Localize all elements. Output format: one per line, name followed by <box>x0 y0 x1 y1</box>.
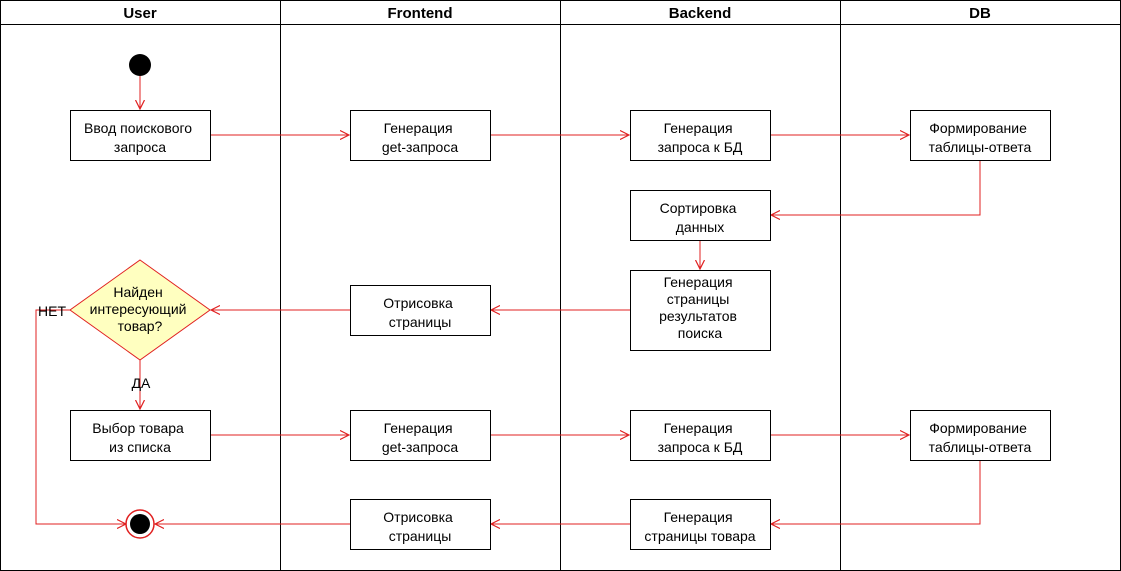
node-render-page-2-label: Отрисовка страницы <box>383 509 456 544</box>
node-gen-db-query-1-box <box>630 110 771 161</box>
node-decision-found-line-2: интересующий <box>90 301 187 317</box>
node-input-query-line-1: Ввод поискового <box>84 120 192 136</box>
node-input-query-box <box>70 110 211 161</box>
node-gen-db-query-2-line-1: Генерация <box>664 420 733 436</box>
node-decision-found-label: Найден интересующий товар? <box>90 284 191 334</box>
node-form-table-2-label: Формирование таблицы-ответа <box>929 420 1032 455</box>
node-gen-product-page-line-1: Генерация <box>664 509 733 525</box>
node-gen-results-page-box <box>630 270 771 351</box>
edges <box>35 76 981 524</box>
node-gen-results-page-label: Генерация страницы результатов поиска <box>659 274 741 341</box>
node-gen-get-2-label: Генерация get-запроса <box>382 420 458 455</box>
node-gen-product-page-box <box>630 499 771 550</box>
node-render-page-1-box <box>350 285 491 336</box>
node-gen-get-2-box <box>350 410 491 461</box>
node-select-item-line-2: из списка <box>109 439 171 455</box>
node-gen-get-1-line-1: Генерация <box>384 120 453 136</box>
node-gen-results-page-line-4: поиска <box>678 325 723 341</box>
node-select-item-label: Выбор товара из списка <box>92 420 187 455</box>
node-gen-db-query-2-box <box>630 410 771 461</box>
node-gen-product-page-label: Генерация страницы товара <box>644 509 755 544</box>
edge-label-yes: ДА <box>132 375 151 391</box>
edge-table2-to-productpage <box>771 460 981 524</box>
lane-title-db: DB <box>969 5 991 22</box>
node-gen-db-query-1-label: Генерация запроса к БД <box>658 120 743 155</box>
node-select-item-line-1: Выбор товара <box>92 420 184 436</box>
node-input-query-label: Ввод поискового запроса <box>84 120 196 155</box>
node-render-page-1-line-1: Отрисовка <box>383 295 453 311</box>
edge-table1-to-sort <box>771 160 981 215</box>
node-boxes <box>70 110 1051 550</box>
node-sort-data-line-1: Сортировка <box>660 200 737 216</box>
node-gen-db-query-2-label: Генерация запроса к БД <box>658 420 743 455</box>
node-decision-found-line-1: Найден <box>113 284 162 300</box>
node-render-page-2-line-2: страницы <box>389 528 452 544</box>
lane-title-backend: Backend <box>669 5 732 22</box>
node-gen-get-1-label: Генерация get-запроса <box>382 120 458 155</box>
edge-label-no: НЕТ <box>38 303 66 319</box>
node-gen-get-2-line-1: Генерация <box>384 420 453 436</box>
node-render-page-1-line-2: страницы <box>389 314 452 330</box>
node-gen-db-query-1-line-2: запроса к БД <box>658 139 743 155</box>
node-sort-data-line-2: данных <box>676 219 724 235</box>
end-node <box>125 509 155 539</box>
decision-found-shape <box>69 259 211 361</box>
node-select-item-box <box>70 410 211 461</box>
lane-title-user: User <box>123 5 157 22</box>
node-gen-results-page-line-3: результатов <box>659 308 737 324</box>
node-labels: Ввод поискового запроса Генерация get-за… <box>84 120 1032 544</box>
node-input-query-line-2: запроса <box>114 139 166 155</box>
node-decision-found-line-3: товар? <box>118 318 163 334</box>
lane-title-frontend: Frontend <box>388 5 453 22</box>
node-render-page-2-line-1: Отрисовка <box>383 509 453 525</box>
node-render-page-1-label: Отрисовка страницы <box>383 295 456 330</box>
node-gen-results-page-line-2: страницы <box>667 291 730 307</box>
node-form-table-1-line-2: таблицы-ответа <box>929 139 1032 155</box>
node-gen-get-1-line-2: get-запроса <box>382 139 458 155</box>
node-gen-db-query-1-line-1: Генерация <box>664 120 733 136</box>
node-form-table-1-label: Формирование таблицы-ответа <box>929 120 1032 155</box>
node-sort-data-box <box>630 190 771 241</box>
node-gen-db-query-2-line-2: запроса к БД <box>658 439 743 455</box>
node-form-table-2-line-2: таблицы-ответа <box>929 439 1032 455</box>
node-gen-get-2-line-2: get-запроса <box>382 439 458 455</box>
node-form-table-1-box <box>910 110 1051 161</box>
node-form-table-2-box <box>910 410 1051 461</box>
node-gen-get-1-box <box>350 110 491 161</box>
node-sort-data-label: Сортировка данных <box>660 200 741 235</box>
node-gen-product-page-line-2: страницы товара <box>644 528 755 544</box>
start-node <box>129 54 151 76</box>
node-form-table-1-line-1: Формирование <box>929 120 1027 136</box>
node-render-page-2-box <box>350 499 491 550</box>
node-gen-results-page-line-1: Генерация <box>664 274 733 290</box>
node-form-table-2-line-1: Формирование <box>929 420 1027 436</box>
edge-decision-no-to-end <box>35 309 126 524</box>
